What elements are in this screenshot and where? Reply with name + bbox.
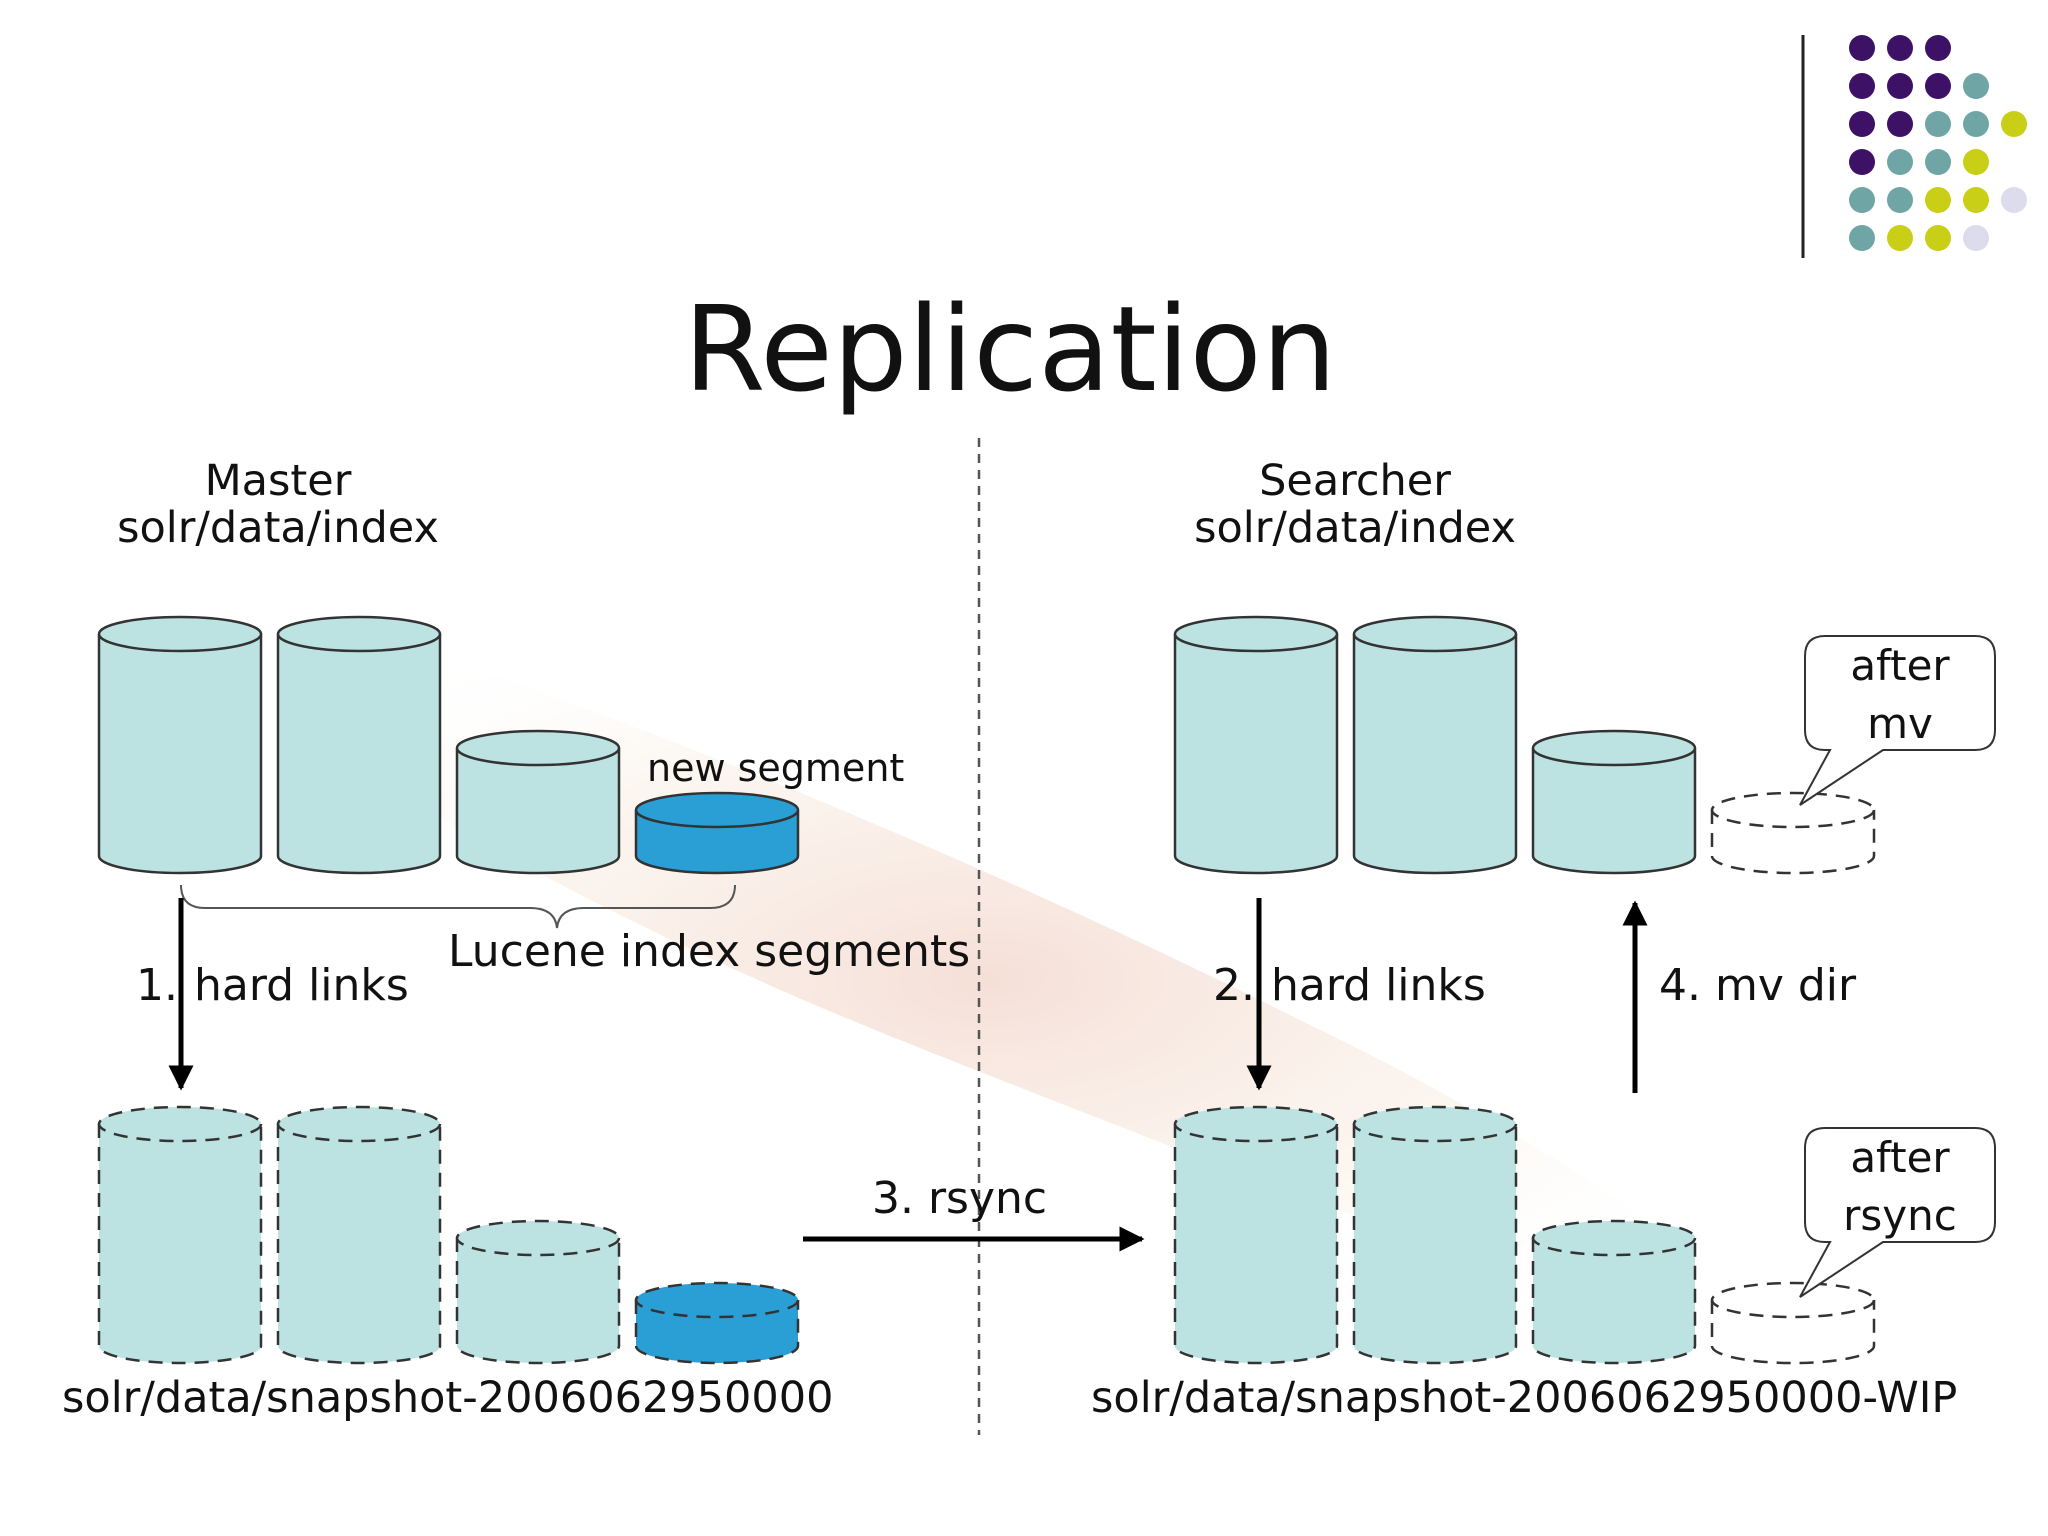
searcher-segment-3 <box>1531 729 1697 875</box>
master-path: solr/data/index <box>117 503 439 553</box>
theme-dot <box>1925 111 1951 137</box>
theme-dot <box>1849 187 1875 213</box>
theme-dot <box>1849 149 1875 175</box>
searcher-snapshot-path: solr/data/snapshot-2006062950000-WIP <box>1091 1373 1957 1423</box>
theme-dot <box>2001 187 2027 213</box>
theme-dot <box>1925 225 1951 251</box>
theme-dot <box>1963 187 1989 213</box>
theme-dot <box>1849 35 1875 61</box>
searcher-index-segments <box>1173 615 1876 875</box>
master-snapshot-path: solr/data/snapshot-2006062950000 <box>62 1373 833 1423</box>
theme-dot <box>1925 149 1951 175</box>
master-index-segments <box>97 615 800 875</box>
wip-segment-2 <box>1352 1105 1518 1365</box>
theme-dot <box>1963 73 1989 99</box>
theme-dot <box>1963 149 1989 175</box>
step-3-label: 3. rsync <box>872 1173 1047 1224</box>
theme-dot <box>1887 225 1913 251</box>
step-1-number: 1. <box>136 960 178 1011</box>
theme-dot <box>1887 111 1913 137</box>
theme-dot <box>2001 111 2027 137</box>
theme-dot <box>1887 149 1913 175</box>
step-2-label: hard links <box>1271 960 1486 1011</box>
after-rsync-callout: after rsync <box>1799 1127 1996 1298</box>
new-segment-label: new segment <box>647 746 904 790</box>
master-snapshot-segments <box>97 1105 800 1365</box>
master-segment-3 <box>455 729 621 875</box>
theme-dot <box>1849 225 1875 251</box>
lucene-segments-label: Lucene index segments <box>448 926 970 977</box>
searcher-title: Searcher <box>1259 456 1451 506</box>
snapshot-new-segment <box>634 1281 800 1365</box>
theme-dot <box>1925 187 1951 213</box>
after-mv-callout: after mv <box>1799 635 1996 806</box>
searcher-pending-segment <box>1710 791 1876 875</box>
theme-dot <box>1963 225 1989 251</box>
slide-title: Replication <box>684 280 1337 418</box>
snapshot-segment-2 <box>276 1105 442 1365</box>
theme-dot <box>1925 73 1951 99</box>
theme-dot <box>1887 73 1913 99</box>
step-4-label: 4. mv dir <box>1659 960 1857 1011</box>
master-new-segment <box>634 791 800 875</box>
theme-dot <box>1963 111 1989 137</box>
master-segment-2 <box>276 615 442 875</box>
searcher-path: solr/data/index <box>1194 503 1516 553</box>
step-2-number: 2. <box>1213 960 1255 1011</box>
theme-dot <box>1887 187 1913 213</box>
theme-dot <box>1887 35 1913 61</box>
master-segment-1 <box>97 615 263 875</box>
wip-segment-3 <box>1531 1219 1697 1365</box>
master-title: Master <box>205 456 352 506</box>
snapshot-segment-1 <box>97 1105 263 1365</box>
wip-pending-segment <box>1710 1281 1876 1365</box>
theme-dot-grid <box>1849 35 2027 251</box>
snapshot-segment-3 <box>455 1219 621 1365</box>
after-rsync-line-2: rsync <box>1843 1191 1957 1240</box>
theme-dot <box>1925 35 1951 61</box>
searcher-segment-2 <box>1352 615 1518 875</box>
theme-dot <box>1849 73 1875 99</box>
searcher-segment-1 <box>1173 615 1339 875</box>
after-mv-line-1: after <box>1850 641 1950 690</box>
searcher-snapshot-segments <box>1173 1105 1876 1365</box>
theme-dot <box>1849 111 1875 137</box>
wip-segment-1 <box>1173 1105 1339 1365</box>
after-rsync-line-1: after <box>1850 1133 1950 1182</box>
lucene-segments-brace <box>180 884 736 929</box>
step-1-label: hard links <box>194 960 409 1011</box>
after-mv-line-2: mv <box>1867 699 1933 748</box>
